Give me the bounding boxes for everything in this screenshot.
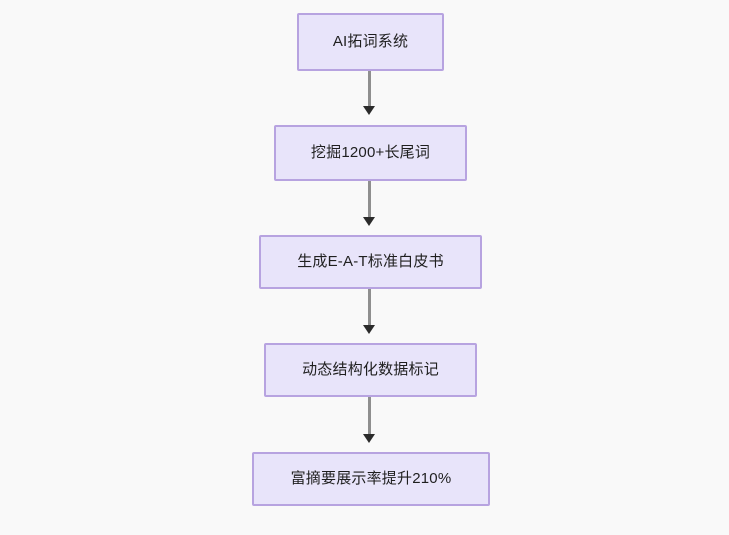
connector-n4-to-n5 <box>368 397 371 434</box>
flow-node-label: 动态结构化数据标记 <box>302 361 439 378</box>
connector-n1-to-n2 <box>368 71 371 106</box>
arrow-icon-n4-to-n5 <box>363 434 375 443</box>
flow-node-label: 生成E-A-T标准白皮书 <box>297 253 444 270</box>
connector-n3-to-n4 <box>368 289 371 325</box>
arrow-icon-n3-to-n4 <box>363 325 375 334</box>
flow-node-label: AI拓词系统 <box>332 33 409 50</box>
flow-node-n1[interactable]: AI拓词系统 <box>297 13 444 71</box>
arrow-icon-n1-to-n2 <box>363 106 375 115</box>
flow-node-n4[interactable]: 动态结构化数据标记 <box>264 343 477 397</box>
flow-node-n2[interactable]: 挖掘1200+长尾词 <box>274 125 467 181</box>
flow-node-label: 挖掘1200+长尾词 <box>310 144 431 161</box>
connector-n2-to-n3 <box>368 181 371 217</box>
arrow-icon-n2-to-n3 <box>363 217 375 226</box>
flow-node-n3[interactable]: 生成E-A-T标准白皮书 <box>259 235 482 289</box>
flow-node-n5[interactable]: 富摘要展示率提升210% <box>252 452 490 506</box>
flow-node-label: 富摘要展示率提升210% <box>290 470 452 487</box>
